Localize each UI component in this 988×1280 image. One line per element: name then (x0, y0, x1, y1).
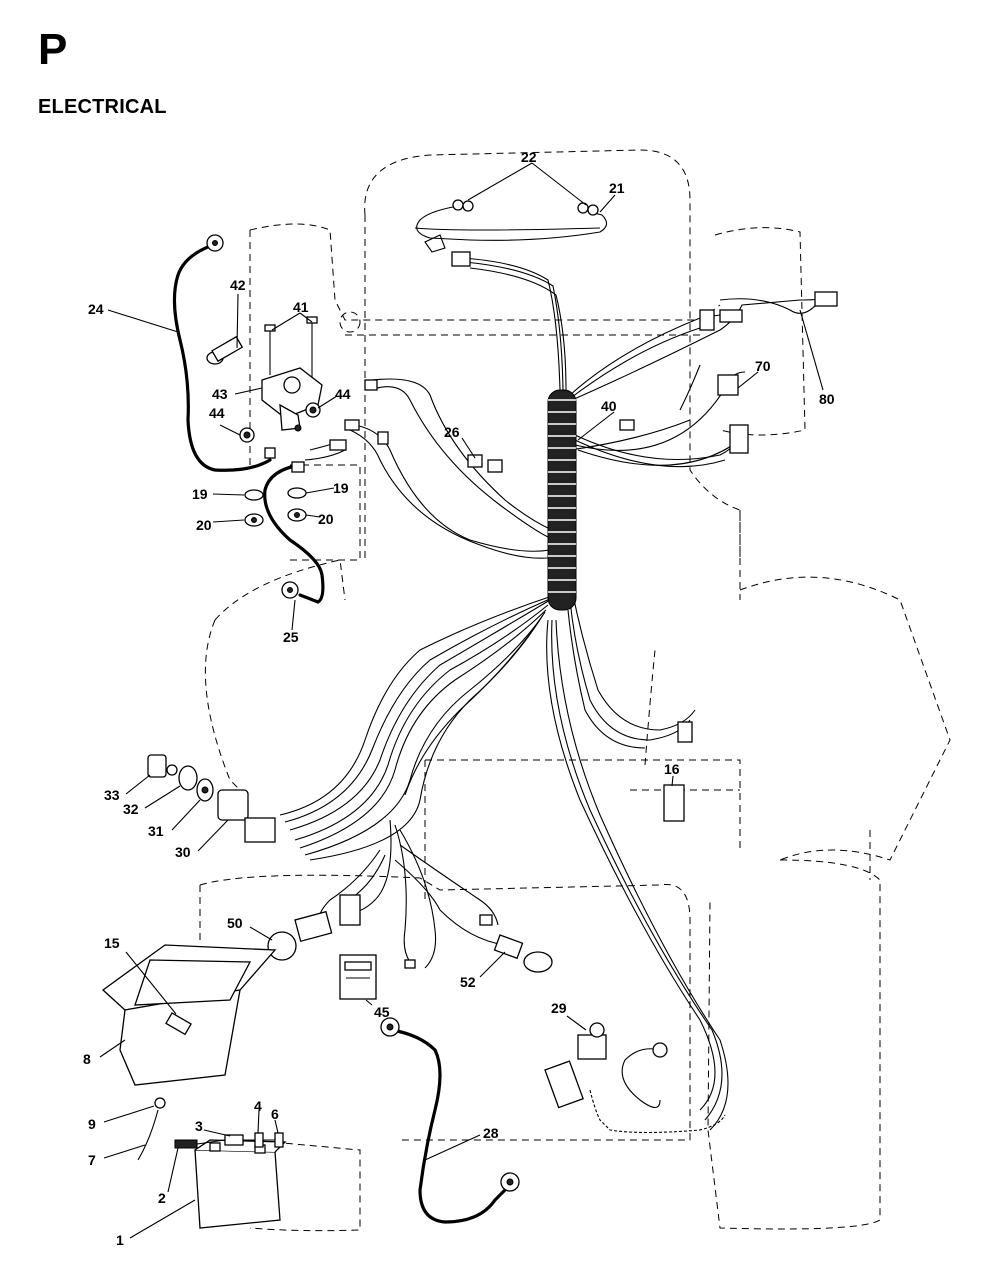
callout-22: 22 (521, 149, 537, 165)
battery-box-8 (101, 944, 277, 1086)
callout-16: 16 (664, 761, 680, 777)
callout-7: 7 (88, 1152, 96, 1168)
part-43-solenoid (261, 367, 323, 432)
part-52 (493, 934, 553, 973)
callout-31: 31 (148, 823, 164, 839)
headlight-bulb-right (577, 202, 599, 216)
callout-labels: 22 21 42 41 24 43 44 44 70 80 40 26 19 1… (83, 149, 835, 1248)
callout-3: 3 (195, 1118, 203, 1134)
callout-28: 28 (483, 1125, 499, 1141)
heavy-cables (172, 243, 517, 1224)
callout-80: 80 (819, 391, 835, 407)
wire-harness (279, 204, 824, 1131)
headlight-bulb-left (452, 199, 474, 212)
callout-2: 2 (158, 1190, 166, 1206)
coil-cord (589, 1089, 726, 1134)
callout-30: 30 (175, 844, 191, 860)
callout-24: 24 (88, 301, 104, 317)
callout-43: 43 (212, 386, 228, 402)
battery-1 (194, 1139, 287, 1229)
callout-1: 1 (116, 1232, 124, 1248)
section-letter: P (38, 25, 68, 74)
callout-70: 70 (755, 358, 771, 374)
section-title: ELECTRICAL (38, 96, 167, 118)
parts (101, 199, 838, 1229)
callout-50: 50 (227, 915, 243, 931)
conduit-40 (547, 389, 577, 611)
callout-20a: 20 (196, 517, 212, 533)
callout-19b: 19 (333, 480, 349, 496)
leader-lines (99, 162, 824, 1239)
part-45 (339, 954, 377, 1000)
callout-41: 41 (293, 299, 309, 315)
part-29 (577, 1022, 607, 1060)
tractor-ghost-outline (199, 149, 951, 1232)
callout-21: 21 (609, 180, 625, 196)
part-41 (264, 316, 318, 380)
callout-40: 40 (601, 398, 617, 414)
callout-45: 45 (374, 1004, 390, 1020)
callout-8: 8 (83, 1051, 91, 1067)
callout-4: 4 (254, 1098, 262, 1114)
ignition-key-33 (147, 754, 178, 778)
callout-6: 6 (271, 1106, 279, 1122)
callout-26: 26 (444, 424, 460, 440)
callout-19a: 19 (192, 486, 208, 502)
part-50 (267, 910, 333, 961)
callout-29: 29 (551, 1000, 567, 1016)
callout-9: 9 (88, 1116, 96, 1132)
callout-15: 15 (104, 935, 120, 951)
ignition-switch-30 (217, 789, 276, 843)
callout-44b: 44 (335, 386, 351, 402)
callout-25: 25 (283, 629, 299, 645)
callout-42: 42 (230, 277, 246, 293)
callout-33: 33 (104, 787, 120, 803)
callout-32: 32 (123, 801, 139, 817)
part-42 (206, 335, 244, 365)
callout-52: 52 (460, 974, 476, 990)
callout-20b: 20 (318, 511, 334, 527)
callout-44a: 44 (209, 405, 225, 421)
